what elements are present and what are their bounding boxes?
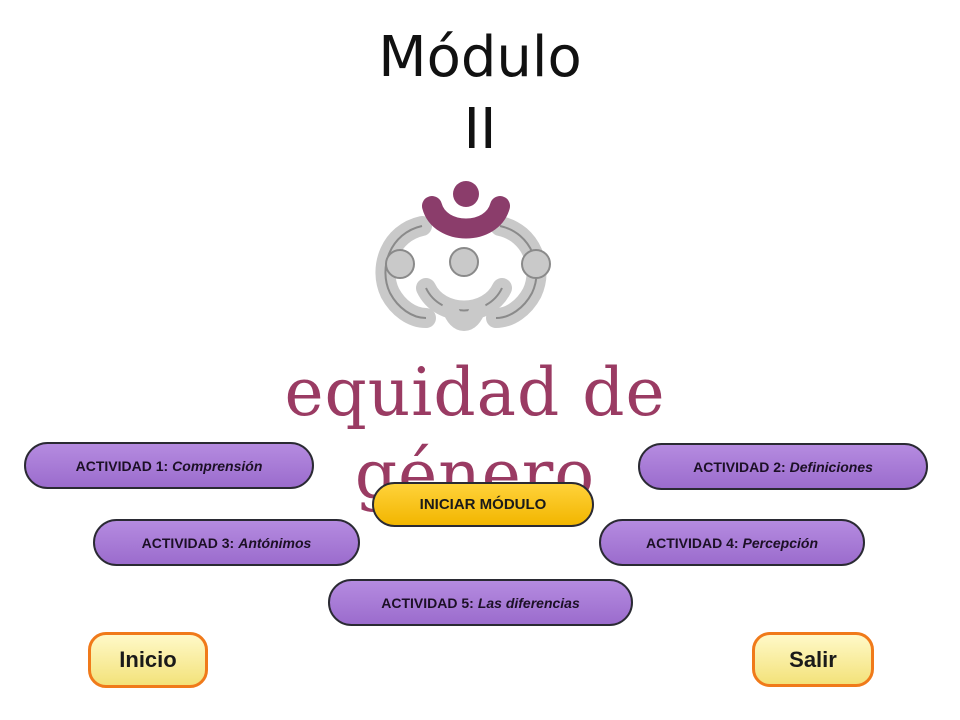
activity-3-button[interactable]: ACTIVIDAD 3: Antónimos [93,519,360,566]
activity-5-button[interactable]: ACTIVIDAD 5: Las diferencias [328,579,633,626]
home-button-label: Inicio [119,647,177,672]
activity-2-name: Definiciones [789,458,873,475]
activity-5-name: Las diferencias [477,594,580,611]
activity-5-prefix: ACTIVIDAD 5: [381,594,474,611]
start-module-button[interactable]: INICIAR MÓDULO [372,482,594,527]
activity-3-prefix: ACTIVIDAD 3: [141,534,235,551]
activity-4-button[interactable]: ACTIVIDAD 4: Percepción [599,519,865,566]
start-module-label: INICIAR MÓDULO [419,496,547,513]
activity-4-name: Percepción [742,534,819,551]
activity-2-button[interactable]: ACTIVIDAD 2: Definiciones [638,443,928,490]
page-title-line2: II [463,97,497,162]
exit-button[interactable]: Salir [752,632,874,687]
activity-2-prefix: ACTIVIDAD 2: [693,458,786,475]
activity-3-name: Antónimos [238,534,312,551]
activity-1-name: Comprensión [172,457,263,474]
page-title-line1: Módulo [378,25,582,90]
activity-4-prefix: ACTIVIDAD 4: [645,534,739,551]
activity-1-button[interactable]: ACTIVIDAD 1: Comprensión [24,442,314,489]
activity-1-prefix: ACTIVIDAD 1: [75,457,169,474]
exit-button-label: Salir [789,646,837,672]
equidad-logo-icon [360,178,560,348]
home-button[interactable]: Inicio [88,632,208,688]
logo-text: equidad de género [205,352,745,513]
